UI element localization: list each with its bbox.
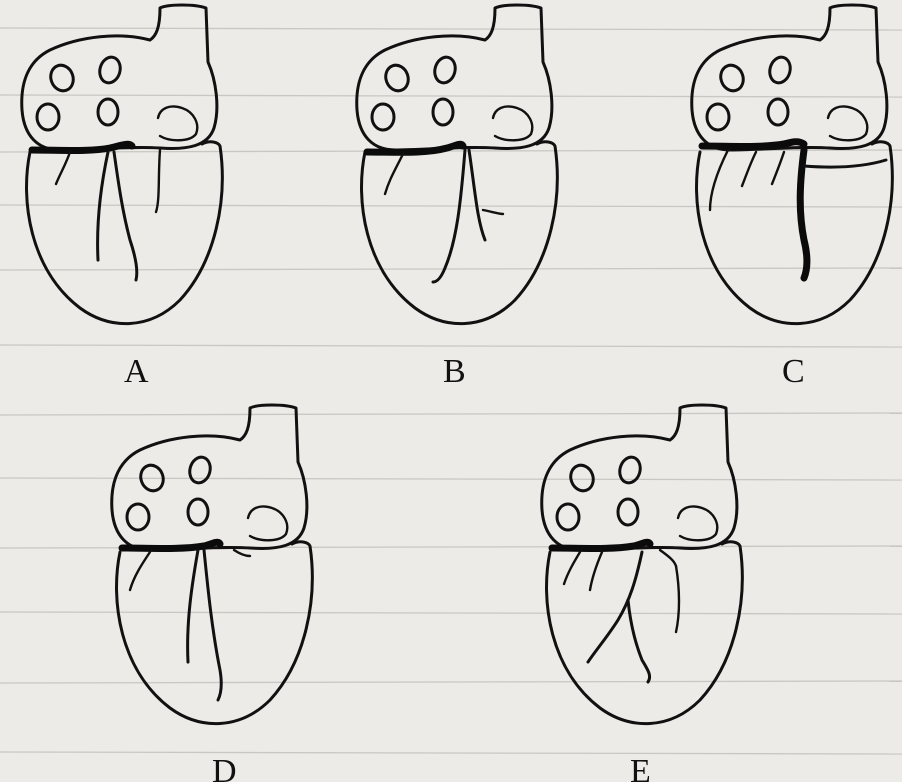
panel-a: A xyxy=(22,5,223,390)
panel-label-d: D xyxy=(212,753,237,782)
bleed-through-background xyxy=(0,28,902,754)
panel-d: D xyxy=(112,405,313,782)
panel-label-a: A xyxy=(124,353,149,390)
panel-e: E xyxy=(542,405,743,782)
panel-label-e: E xyxy=(630,753,651,782)
panel-label-c: C xyxy=(782,353,805,390)
panel-c: C xyxy=(692,5,893,390)
panel-label-b: B xyxy=(443,353,466,390)
panel-b: B xyxy=(357,5,558,390)
